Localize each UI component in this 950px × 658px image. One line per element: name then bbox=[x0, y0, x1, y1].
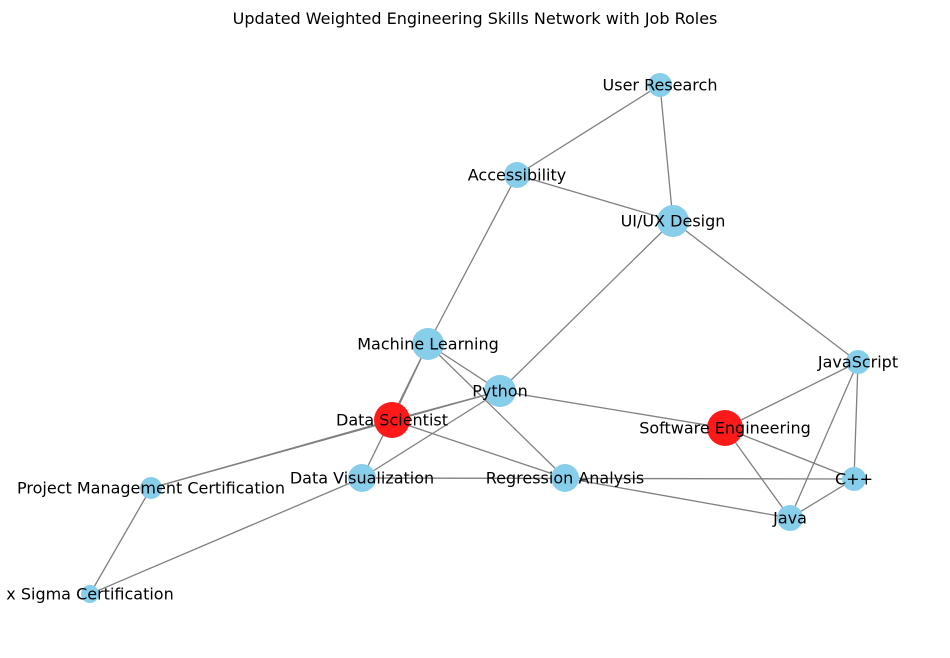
node-label-machine_learning: Machine Learning bbox=[357, 335, 499, 354]
node-label-accessibility: Accessibility bbox=[468, 166, 566, 185]
nodes-layer bbox=[81, 73, 870, 603]
node-label-data_visualization: Data Visualization bbox=[290, 469, 434, 488]
node-label-cpp: C++ bbox=[835, 470, 873, 489]
node-label-six_sigma: x Sigma Certification bbox=[6, 585, 173, 604]
node-label-java: Java bbox=[772, 509, 807, 528]
edge-data_visualization-cpp bbox=[361, 477, 855, 480]
skill-node-pm_certification bbox=[140, 477, 162, 499]
edge-software_engineering-cpp bbox=[724, 427, 855, 480]
job-role-node-data_scientist bbox=[374, 402, 410, 438]
edge-uiux_design-javascript bbox=[672, 220, 859, 363]
edge-software_engineering-javascript bbox=[724, 361, 859, 429]
skill-node-six_sigma bbox=[81, 585, 99, 603]
node-label-uiux_design: UI/UX Design bbox=[621, 212, 726, 231]
node-label-software_engineering: Software Engineering bbox=[639, 419, 811, 438]
node-label-data_scientist: Data Scientist bbox=[336, 411, 448, 430]
skill-node-java bbox=[777, 505, 803, 531]
diagram-title: Updated Weighted Engineering Skills Netw… bbox=[233, 9, 718, 28]
skill-node-user_research bbox=[648, 73, 672, 97]
node-label-user_research: User Research bbox=[603, 76, 718, 95]
edge-pm_certification-six_sigma bbox=[89, 487, 152, 595]
edges-layer bbox=[89, 84, 859, 595]
edge-data_scientist-regression_analysis bbox=[391, 419, 566, 479]
edge-accessibility-machine_learning bbox=[427, 174, 518, 345]
node-label-python: Python bbox=[472, 382, 527, 401]
job-role-node-software_engineering bbox=[707, 410, 743, 446]
edge-data_scientist-pm_certification bbox=[150, 419, 393, 489]
edge-accessibility-uiux_design bbox=[516, 174, 674, 222]
edge-user_research-uiux_design bbox=[659, 84, 674, 222]
edge-data_visualization-six_sigma bbox=[89, 477, 363, 595]
edge-machine_learning-regression_analysis bbox=[427, 343, 566, 479]
skill-node-javascript bbox=[846, 350, 870, 374]
skill-node-python bbox=[484, 375, 516, 407]
node-label-pm_certification: Project Management Certification bbox=[17, 479, 285, 498]
edge-javascript-java bbox=[789, 361, 859, 519]
skill-node-machine_learning bbox=[412, 328, 444, 360]
edge-regression_analysis-java bbox=[564, 477, 791, 519]
skill-node-regression_analysis bbox=[551, 464, 579, 492]
skill-node-cpp bbox=[842, 467, 866, 491]
edge-javascript-cpp bbox=[853, 361, 859, 480]
skill-node-accessibility bbox=[504, 162, 530, 188]
skill-node-data_visualization bbox=[348, 464, 376, 492]
edge-python-software_engineering bbox=[499, 390, 726, 429]
edge-user_research-accessibility bbox=[516, 84, 661, 176]
node-label-javascript: JavaScript bbox=[817, 353, 898, 372]
node-label-regression_analysis: Regression Analysis bbox=[486, 469, 645, 488]
skill-node-uiux_design bbox=[657, 205, 689, 237]
edge-python-data_visualization bbox=[361, 390, 501, 479]
edge-uiux_design-python bbox=[499, 220, 674, 392]
edge-software_engineering-java bbox=[724, 427, 791, 519]
